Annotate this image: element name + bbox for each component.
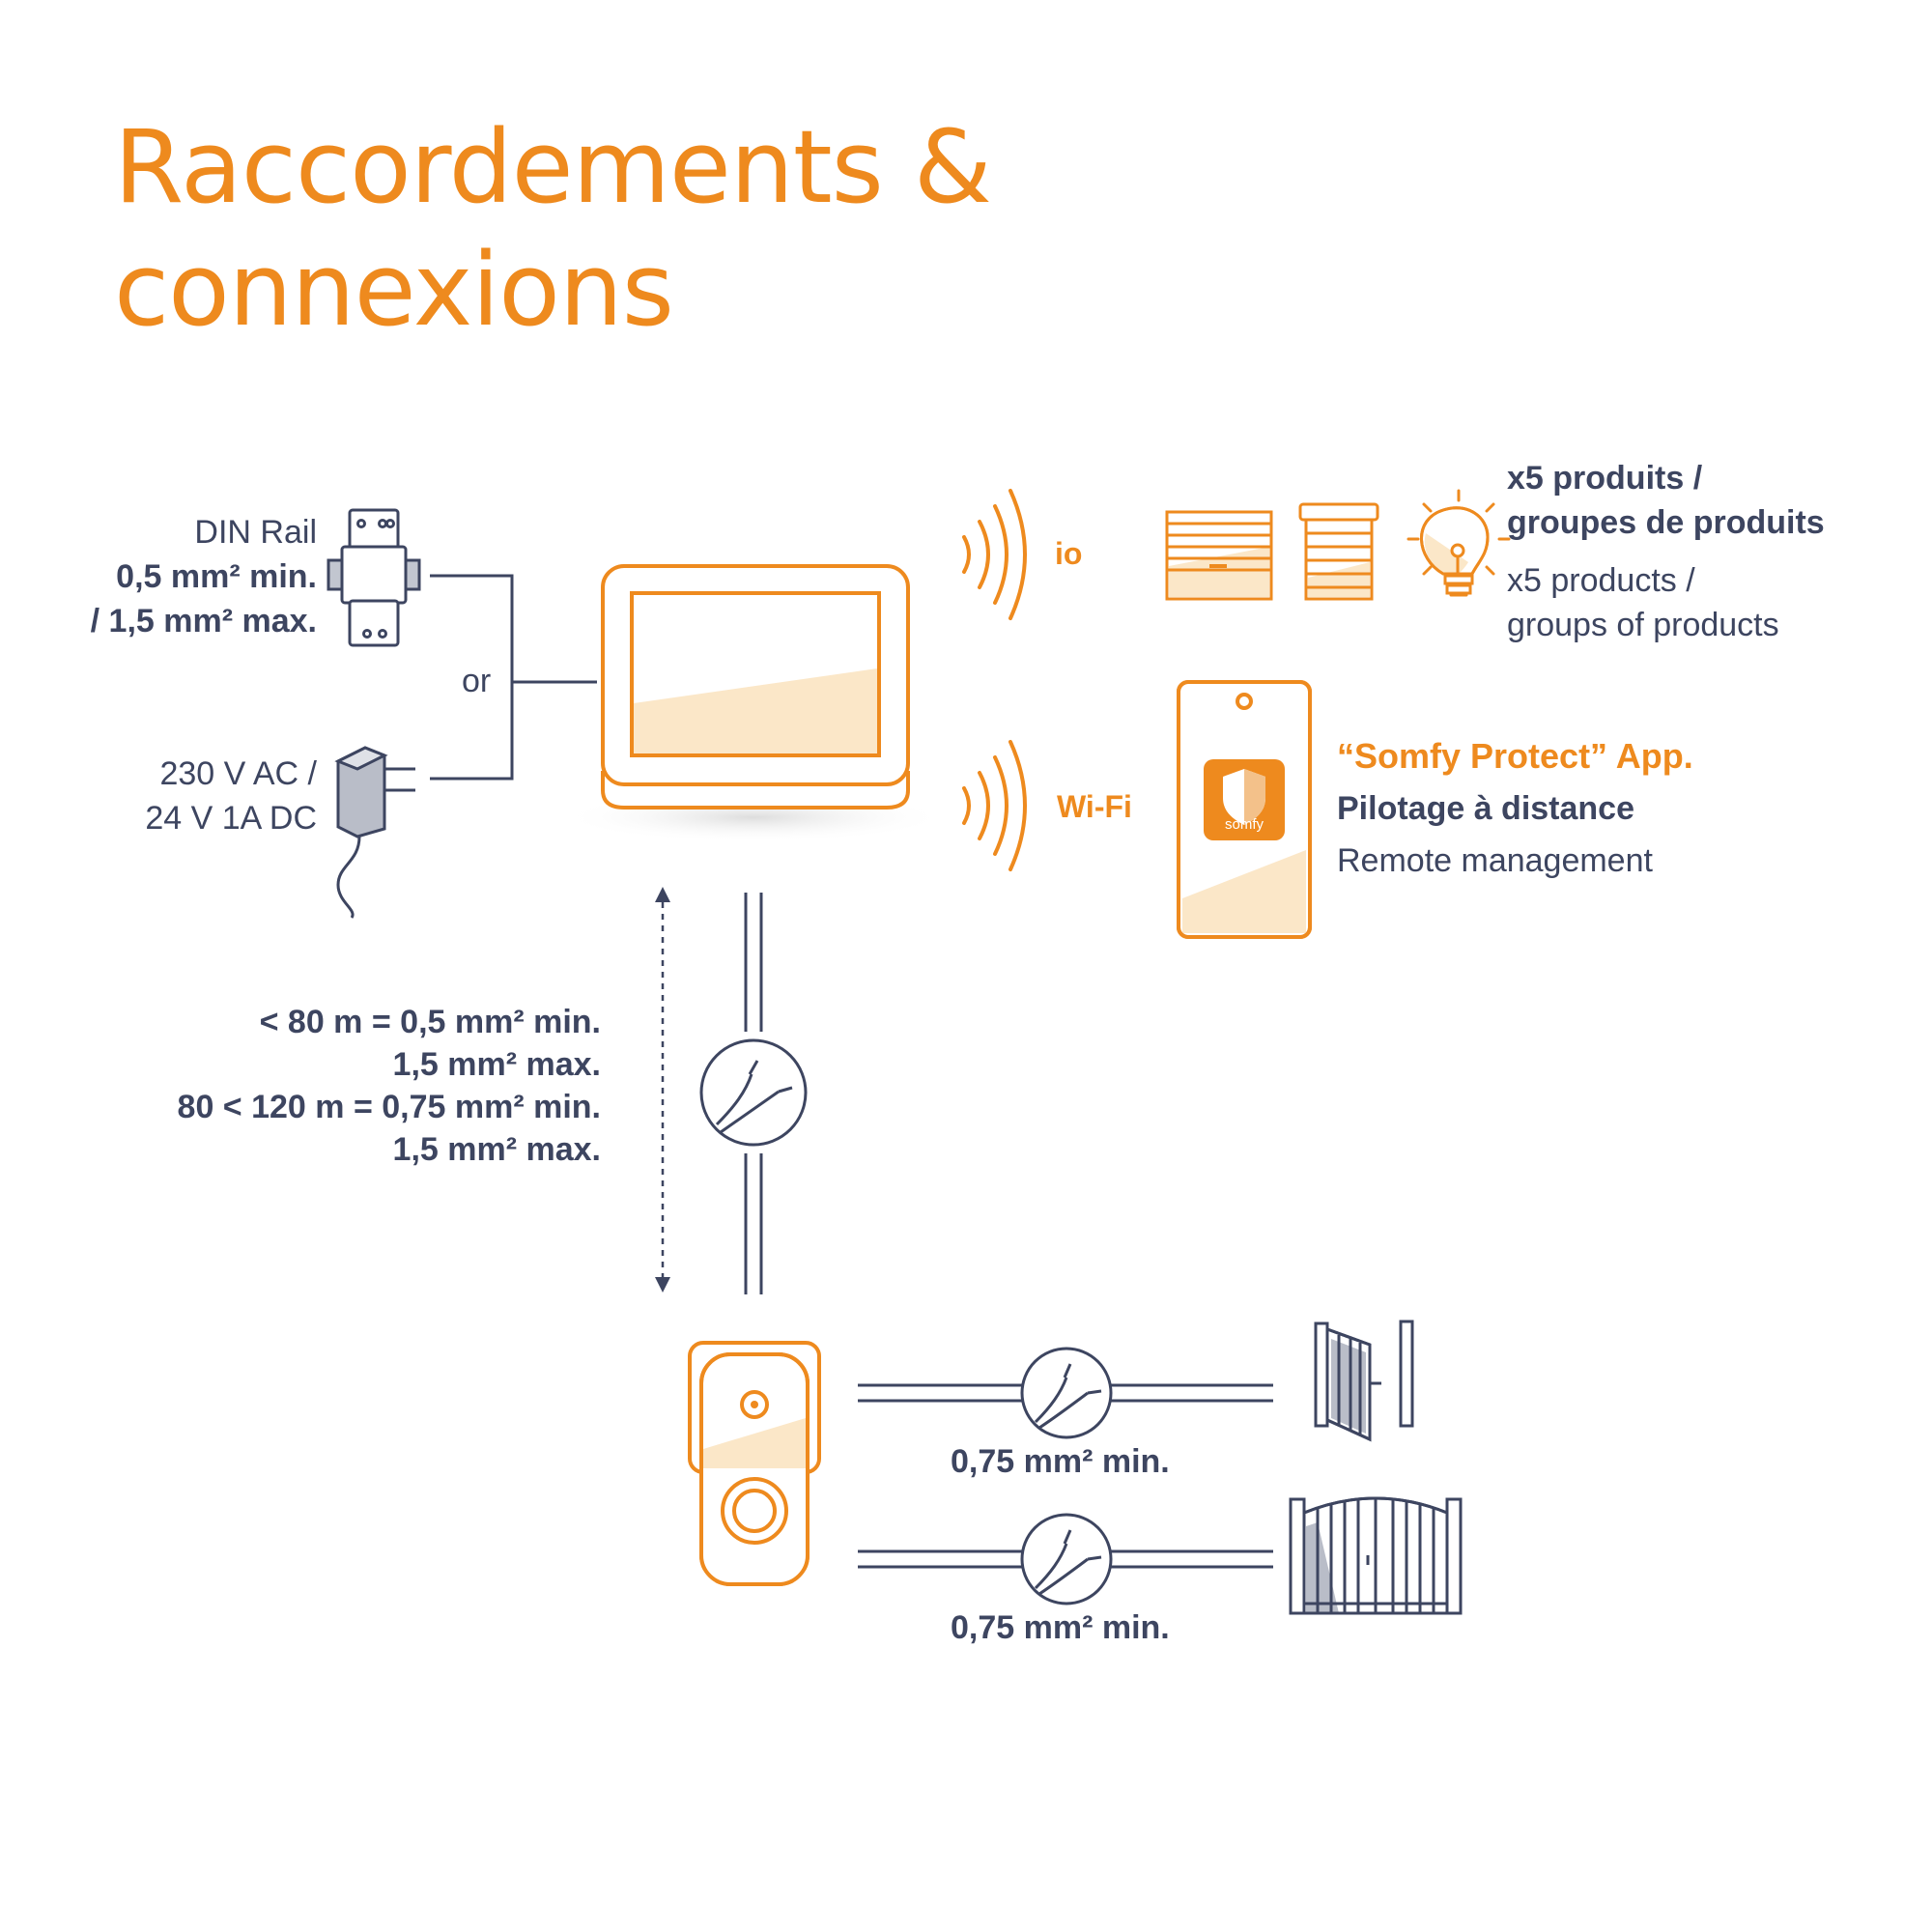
output-wiring [858, 1383, 1273, 1569]
shield-logo-icon [1204, 759, 1285, 840]
cable-icon [1020, 1347, 1113, 1439]
gate-motor-cable-label: 0,75 mm² min. [951, 1609, 1170, 1646]
page-title: Raccordements & connexions [114, 106, 992, 352]
app-fr: Pilotage à distance [1337, 790, 1634, 827]
app-name: “Somfy Protect” App. [1337, 736, 1693, 776]
products-fr-line2: groupes de produits [1507, 504, 1825, 541]
products-en-line2: groups of products [1507, 607, 1779, 643]
cable-spec-line4: 1,5 mm² max. [392, 1131, 601, 1168]
adapter-label: 230 V AC / 24 V 1A DC [145, 752, 317, 840]
wifi-label: Wi-Fi [1057, 789, 1132, 824]
din-rail-max: / 1,5 mm² max. [90, 603, 317, 639]
bus-cable [744, 893, 763, 1294]
cable-icon [699, 1038, 808, 1147]
cable-icon [1020, 1513, 1113, 1605]
io-label: io [1055, 536, 1082, 571]
app-en: Remote management [1337, 842, 1653, 879]
app-logo-text: somfy [1225, 816, 1264, 833]
cable-spec-line3: 80 < 120 m = 0,75 mm² min. [177, 1089, 601, 1125]
products-en-line1: x5 products / [1507, 562, 1695, 599]
adapter-output: 24 V 1A DC [145, 800, 317, 837]
distance-arrow [655, 887, 670, 1293]
products-label: x5 produits / groupes de produits x5 pro… [1507, 456, 1825, 647]
cable-spec-line1: < 80 m = 0,5 mm² min. [259, 1004, 601, 1040]
blind-icon [1298, 502, 1379, 601]
monitor-icon [560, 564, 947, 842]
light-bulb-icon [1406, 489, 1511, 597]
or-label: or [462, 663, 492, 699]
wifi-signal-waves-icon [962, 740, 1027, 871]
roller-shutter-icon [1165, 510, 1273, 601]
gate-lock-cable-label: 0,75 mm² min. [951, 1443, 1170, 1480]
din-rail-label: DIN Rail 0,5 mm² min. / 1,5 mm² max. [91, 510, 317, 643]
door-station-icon [688, 1341, 821, 1586]
cable-spec-line2: 1,5 mm² max. [392, 1046, 601, 1083]
app-label: “Somfy Protect” App. Pilotage à distance… [1337, 730, 1693, 887]
power-wiring [430, 574, 597, 781]
cable-spec-label: < 80 m = 0,5 mm² min. 1,5 mm² max. 80 < … [178, 1001, 601, 1171]
power-adapter-icon [334, 746, 415, 919]
smartphone-icon: somfy [1177, 680, 1312, 939]
din-rail-min: 0,5 mm² min. [116, 558, 317, 595]
products-fr-line1: x5 produits / [1507, 460, 1703, 497]
din-rail-name: DIN Rail [194, 514, 317, 551]
io-signal-waves-icon [962, 489, 1027, 620]
pedestrian-gate-icon [1314, 1320, 1414, 1442]
title-line-1: Raccordements & [114, 108, 992, 226]
din-rail-icon [327, 508, 421, 647]
driveway-gate-icon [1289, 1496, 1463, 1615]
title-line-2: connexions [114, 231, 674, 349]
adapter-input: 230 V AC / [159, 755, 317, 792]
